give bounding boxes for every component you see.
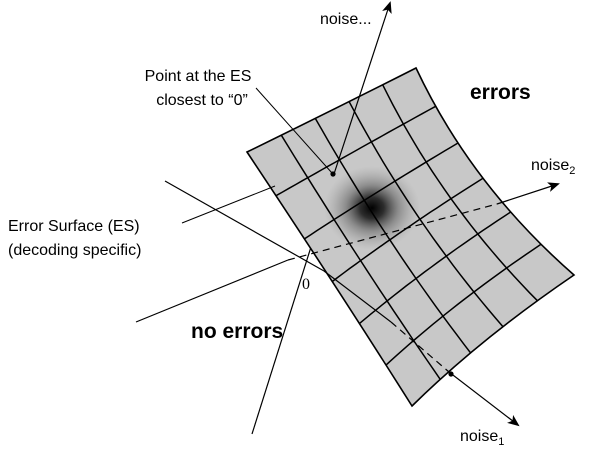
leaders [181,87,333,224]
grid-line-v [331,177,484,283]
error-surface [245,66,576,408]
axis-noise-dots [333,1,392,175]
axis-noise2-back [135,259,289,323]
grid-line-v [275,105,437,197]
closest-point-leader [255,87,333,174]
closest-point-label-line2: closest to “0” [156,92,248,109]
grid-line-v [385,243,542,366]
error-density-blob [324,166,420,250]
grid-line-v [358,211,512,325]
origin-label: 0 [302,276,310,293]
noise-dots-label: noise... [320,11,372,28]
error-surface-patch [245,66,576,408]
error-surface-label-line2: (decoding specific) [8,242,141,259]
surface-grid [275,84,542,380]
closest-point-marker [330,171,336,177]
errors-label: errors [470,81,531,104]
noise2-label: noise2 [531,157,575,177]
axis-noise1-tip [448,371,520,427]
noise1-surface-point [448,371,454,377]
error-surface-leader [181,185,276,224]
grid-line-v [303,142,459,240]
axis-noise2-tip [496,182,560,205]
axis-noise1-back [164,180,325,272]
error-surface-label-line1: Error Surface (ES) [8,218,140,235]
noise1-label: noise1 [460,428,504,448]
axis-noise1-solid [323,270,392,323]
axis-noise2-dashed [287,203,498,261]
no-errors-label: no errors [191,320,283,343]
axes-front [287,1,560,427]
closest-point-label-line1: Point at the ES [145,68,252,85]
axis-noise1-dashed [390,321,450,373]
